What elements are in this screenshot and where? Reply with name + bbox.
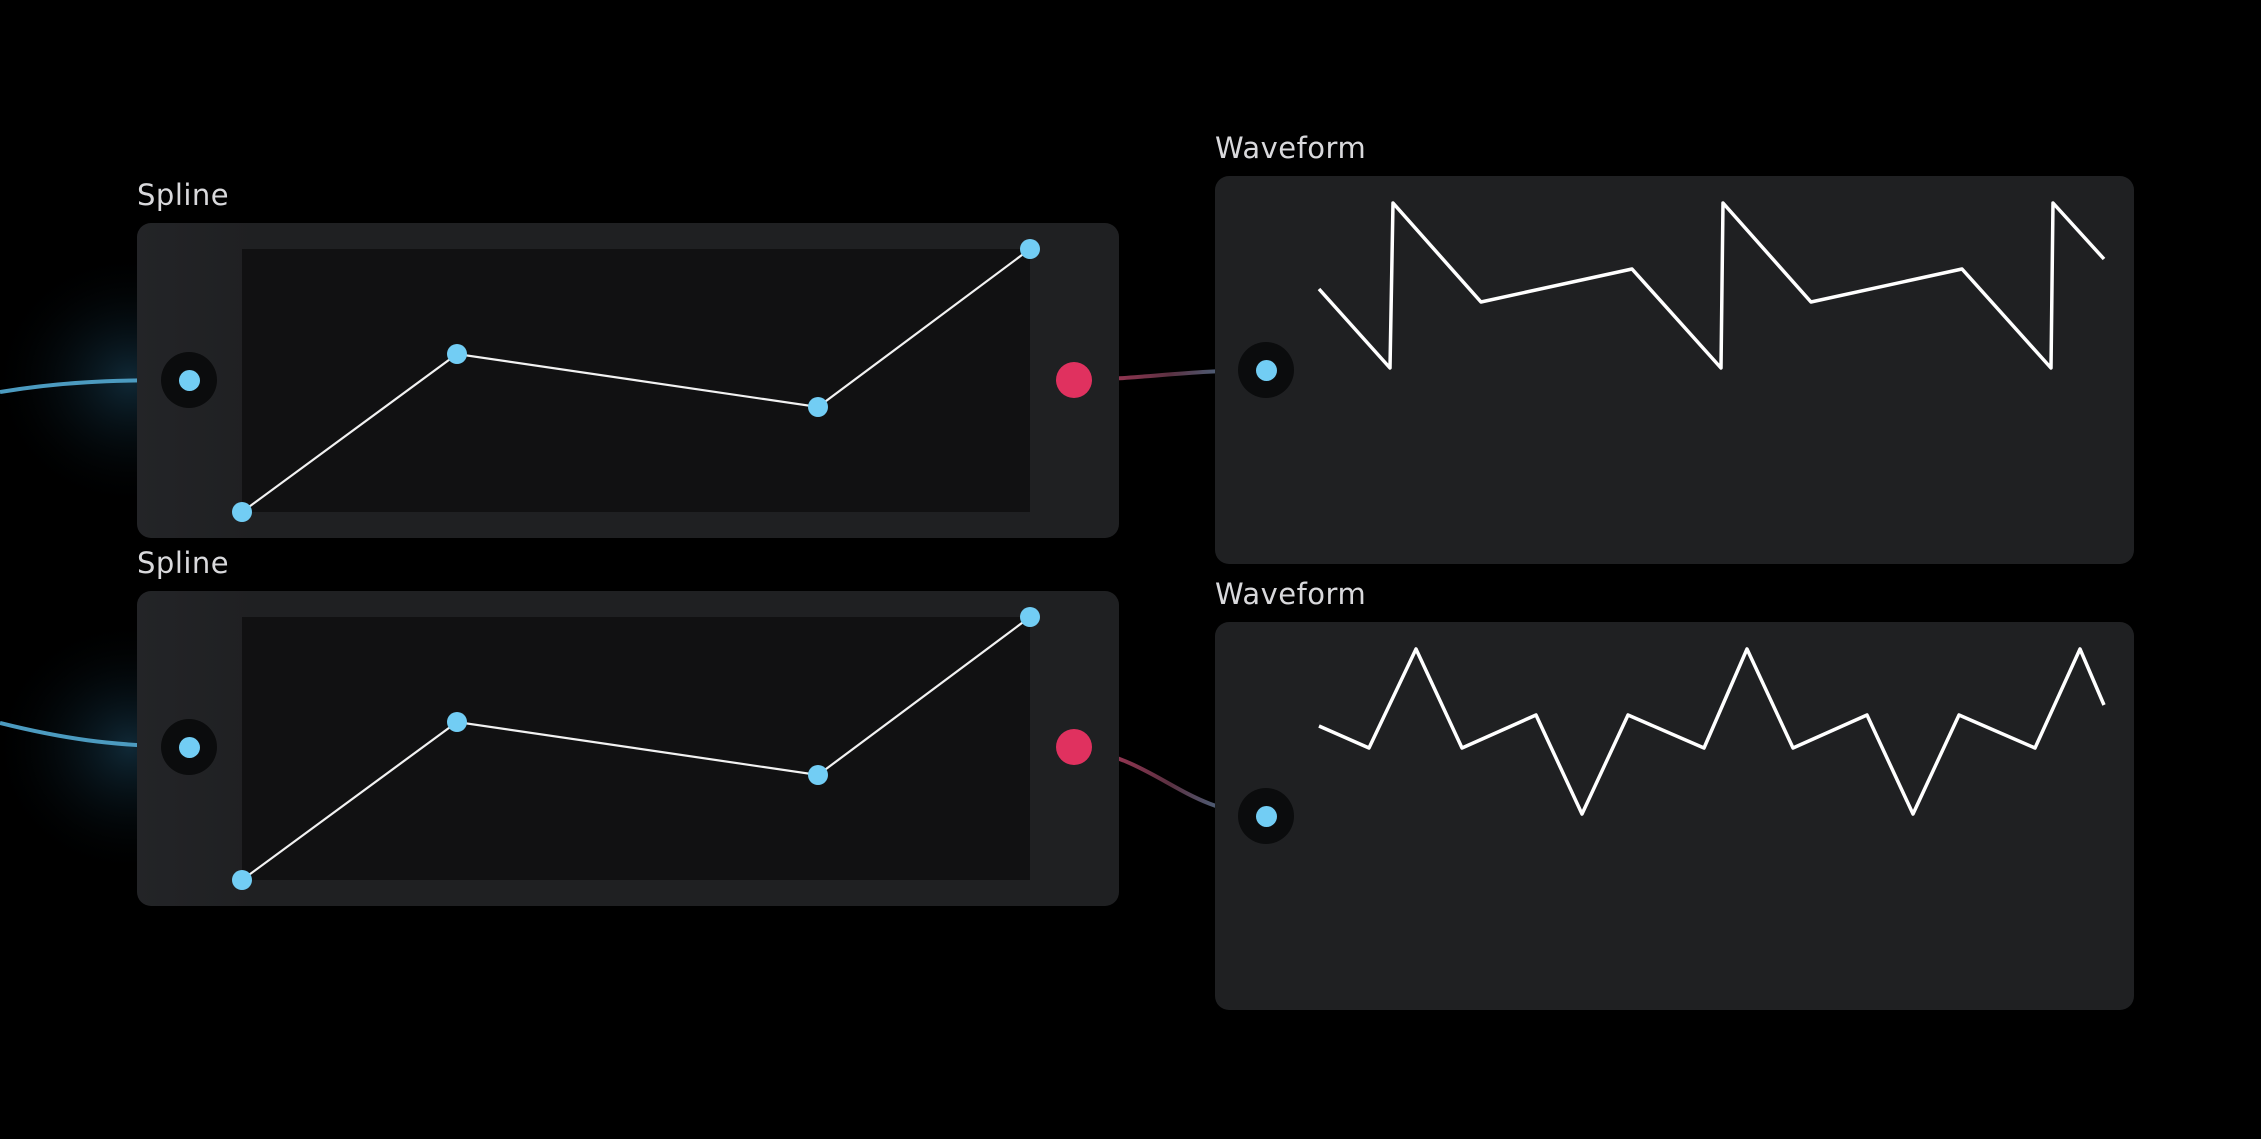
- spline-line: [241, 616, 1031, 881]
- waveform-node-title: Waveform: [1215, 577, 1367, 611]
- waveform-display: [1318, 647, 2106, 816]
- input-port-icon[interactable]: [1238, 342, 1294, 398]
- port-dot: [1255, 805, 1277, 827]
- waveform-line: [1317, 201, 2106, 370]
- spline-line: [241, 248, 1031, 513]
- spline-node-title: Spline: [137, 546, 230, 580]
- spline-curve[interactable]: [137, 591, 1119, 906]
- output-port-icon[interactable]: [1056, 729, 1092, 765]
- port-dot: [178, 736, 200, 758]
- spline-curve[interactable]: [137, 223, 1119, 538]
- control-point-icon[interactable]: [447, 344, 467, 364]
- control-point-icon[interactable]: [1020, 239, 1040, 259]
- port-dot: [178, 369, 200, 391]
- waveform-display: [1317, 201, 2106, 370]
- input-port-icon[interactable]: [161, 719, 217, 775]
- spline-node-title: Spline: [137, 178, 230, 212]
- control-point-icon[interactable]: [808, 397, 828, 417]
- spline-node[interactable]: [137, 591, 1119, 906]
- control-point-icon[interactable]: [447, 712, 467, 732]
- control-point-icon[interactable]: [808, 765, 828, 785]
- control-point-icon[interactable]: [232, 870, 252, 890]
- input-port-icon[interactable]: [161, 352, 217, 408]
- control-point-icon[interactable]: [1020, 607, 1040, 627]
- waveform-node[interactable]: [1215, 622, 2134, 1010]
- waveform-node[interactable]: [1215, 176, 2134, 564]
- waveform-node-title: Waveform: [1215, 131, 1367, 165]
- spline-node[interactable]: [137, 223, 1119, 538]
- port-dot: [1255, 359, 1277, 381]
- waveform-line: [1318, 647, 2106, 816]
- input-port-icon[interactable]: [1238, 788, 1294, 844]
- output-port-icon[interactable]: [1056, 362, 1092, 398]
- control-point-icon[interactable]: [232, 502, 252, 522]
